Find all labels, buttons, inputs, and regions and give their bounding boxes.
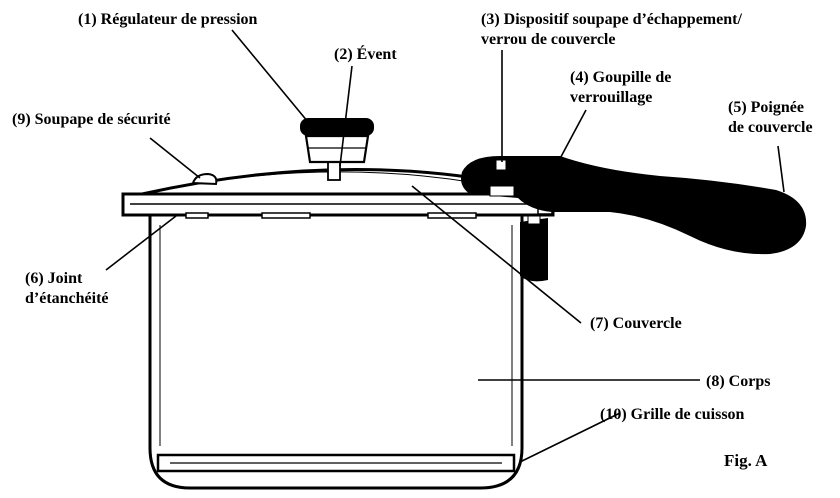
- leader-vent: [339, 65, 353, 167]
- body-handle: [520, 215, 548, 282]
- label-gasket-line2: d’étanchéité: [25, 290, 109, 307]
- label-locking-pin-line2: verrouillage: [570, 89, 652, 106]
- leader-gasket: [105, 215, 177, 271]
- label-lid-handle-line2: de couvercle: [728, 119, 813, 136]
- label-locking-pin-line1: (4) Goupille de: [570, 69, 671, 86]
- label-release-device-line1: (3) Dispositif soupape d’échappement/: [481, 11, 742, 28]
- label-gasket-line1: (6) Joint: [25, 270, 83, 287]
- label-pressure-regulator: (1) Régulateur de pression: [78, 11, 258, 28]
- label-lid: (7) Couvercle: [590, 315, 682, 332]
- pressure-regulator-part: [300, 118, 374, 181]
- figure-caption: Fig. A: [724, 451, 768, 470]
- leader-cooking-rack: [519, 412, 621, 463]
- leader-lines: [105, 29, 785, 463]
- leader-locking-pin: [539, 109, 587, 197]
- pot-body: [148, 215, 524, 490]
- label-body: (8) Corps: [706, 373, 770, 390]
- label-release-device-line2: verrou de couvercle: [481, 31, 615, 48]
- leader-pressure-regulator: [231, 29, 314, 129]
- leader-safety-valve: [149, 137, 201, 179]
- label-cooking-rack: (10) Grille de cuisson: [600, 406, 745, 423]
- label-vent: (2) Évent: [334, 44, 397, 63]
- leader-lid: [411, 185, 582, 324]
- labels: (1) Régulateur de pression (2) Évent (3)…: [12, 11, 813, 470]
- label-lid-handle-line1: (5) Poignée: [728, 99, 804, 116]
- cooking-rack: [156, 453, 516, 473]
- lid-rim: [121, 192, 555, 219]
- lid-handle: [461, 156, 807, 255]
- leader-lid-handle: [777, 145, 785, 193]
- label-safety-valve: (9) Soupape de sécurité: [12, 111, 171, 128]
